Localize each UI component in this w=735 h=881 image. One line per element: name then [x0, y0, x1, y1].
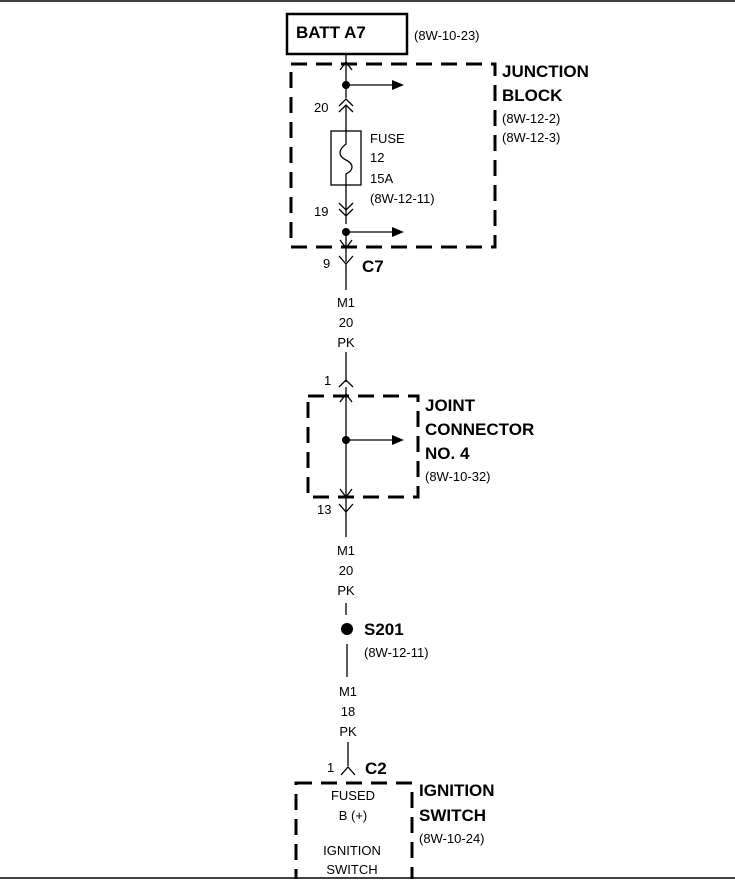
- junction-block-box: [289, 62, 497, 249]
- batt-ref: (8W-10-23): [414, 28, 480, 43]
- splice-dot: [341, 623, 353, 635]
- jb-pin-bottom: 19: [314, 204, 328, 219]
- joint-connector-box: [306, 394, 420, 499]
- joint-title-1: JOINT: [425, 396, 476, 415]
- ignition-switch-box: [294, 781, 414, 881]
- c7-name: C7: [362, 257, 384, 276]
- joint-ref: (8W-10-32): [425, 469, 491, 484]
- junction-block-title-2: BLOCK: [502, 86, 563, 105]
- wire1-color: PK: [337, 335, 355, 350]
- ignition-inner-1: IGNITION: [323, 843, 381, 858]
- junction-block-title-1: JUNCTION: [502, 62, 589, 81]
- wire2-circuit: M1: [337, 543, 355, 558]
- fuse-element: [339, 131, 353, 185]
- jb-pin-top: 20: [314, 100, 328, 115]
- jb-top-branch-arrow: [392, 80, 404, 90]
- jb-pin-20-chevron-a: [338, 98, 354, 107]
- joint-title-3: NO. 4: [425, 444, 470, 463]
- fuse-label-2: 12: [370, 150, 384, 165]
- joint-pin-1-chevron: [338, 379, 354, 388]
- joint-pin-top: 1: [324, 373, 331, 388]
- wire2-gauge: 20: [339, 563, 353, 578]
- junction-block-ref-2: (8W-12-3): [502, 130, 560, 145]
- wire3-color: PK: [339, 724, 357, 739]
- splice-ref: (8W-12-11): [364, 645, 429, 660]
- ignition-title-1: IGNITION: [419, 781, 495, 800]
- fuse-label-3: 15A: [370, 171, 393, 186]
- c2-name: C2: [365, 759, 387, 778]
- ignition-terminal-1: FUSED: [331, 788, 375, 803]
- c7-pin: 9: [323, 256, 330, 271]
- joint-top-arrowhead: [339, 392, 353, 403]
- wire1-circuit: M1: [337, 295, 355, 310]
- c2-connector-symbol: [340, 766, 356, 776]
- wire3-circuit: M1: [339, 684, 357, 699]
- ignition-terminal-2: B (+): [339, 808, 368, 823]
- joint-title-2: CONNECTOR: [425, 420, 534, 439]
- joint-branch-arrow: [392, 435, 404, 445]
- jb-bottom-branch-arrow: [392, 227, 404, 237]
- batt-label: BATT A7: [296, 23, 366, 42]
- wire1-gauge: 20: [339, 315, 353, 330]
- c2-pin: 1: [327, 760, 334, 775]
- bottom-margin: [0, 879, 735, 881]
- jb-top-arrowhead: [339, 60, 353, 71]
- ignition-title-2: SWITCH: [419, 806, 486, 825]
- ignition-inner-2: SWITCH: [326, 862, 377, 877]
- jb-pin-19-chevron-a: [338, 202, 354, 211]
- ignition-ref: (8W-10-24): [419, 831, 485, 846]
- splice-name: S201: [364, 620, 404, 639]
- batt-box: [285, 12, 409, 56]
- fuse-ref: (8W-12-11): [370, 191, 435, 206]
- joint-pin-bottom: 13: [317, 502, 331, 517]
- wire2-color: PK: [337, 583, 355, 598]
- fuse-label-1: FUSE: [370, 131, 405, 146]
- joint-bottom-arrowhead: [339, 488, 353, 499]
- junction-block-ref-1: (8W-12-2): [502, 111, 560, 126]
- wire3-gauge: 18: [341, 704, 355, 719]
- jb-pin-19-chevron-b: [338, 208, 354, 217]
